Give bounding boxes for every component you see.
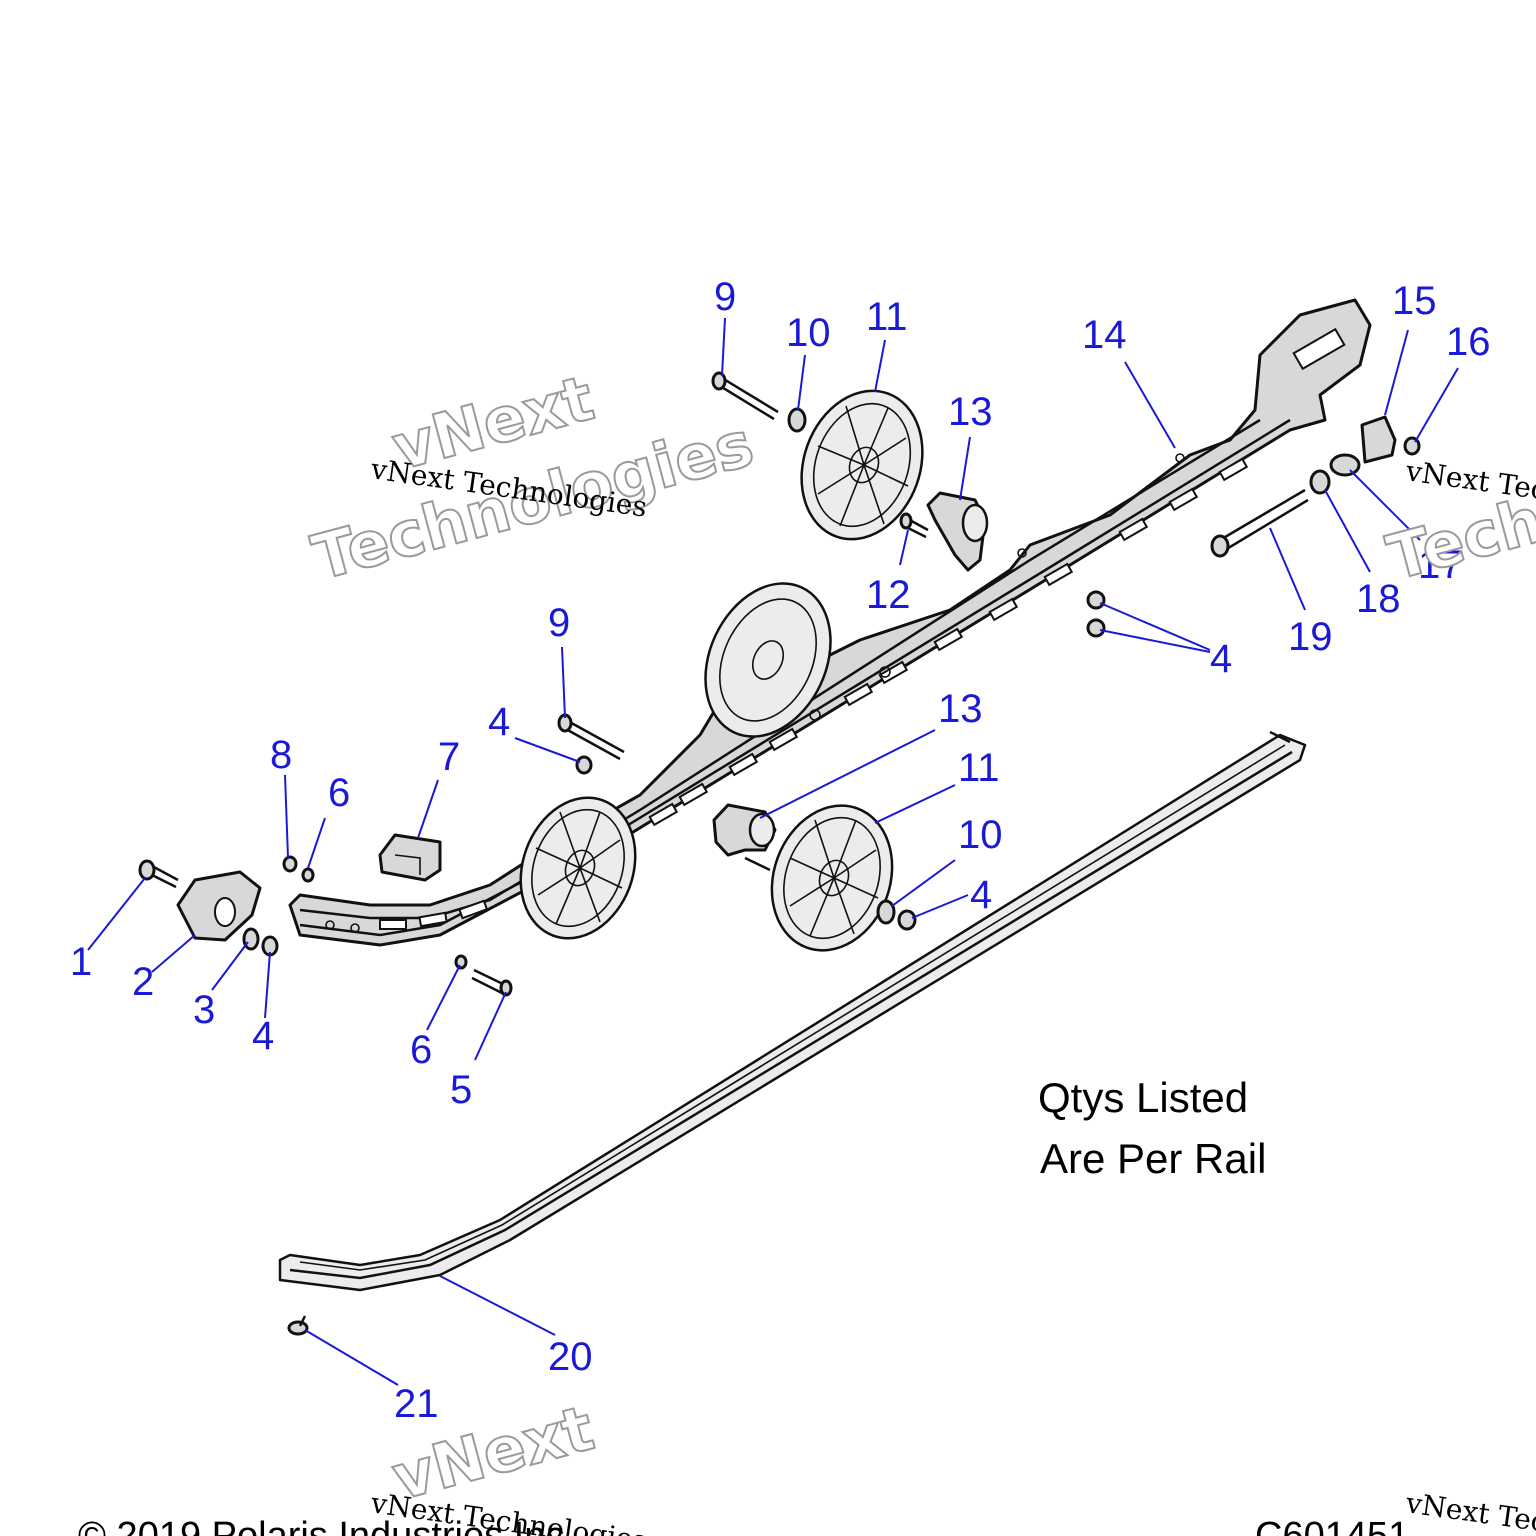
callout-17: 17 [1418, 543, 1463, 587]
watermark-top-left: vNext Technologies vNext Technologies [304, 360, 762, 595]
callout-15: 15 [1392, 279, 1437, 323]
lower-idler-wheel [770, 804, 894, 952]
callout-1: 1 [70, 940, 92, 984]
bolt-5 [471, 968, 513, 997]
upper-idler-wheel [800, 389, 924, 541]
bracket-15 [1360, 415, 1397, 464]
callout-16: 16 [1446, 320, 1491, 364]
callout-6: 6 [328, 771, 350, 815]
rail-slots [379, 457, 1249, 930]
callout-21: 21 [394, 1382, 439, 1426]
callout-13: 13 [948, 390, 993, 434]
spacer-17 [1329, 453, 1361, 477]
callout-2: 2 [132, 960, 154, 1004]
leader-lines [87, 317, 1459, 1386]
watermark-small-d: vNext Technologies [1403, 1486, 1536, 1536]
callout-20: 20 [548, 1335, 593, 1379]
note-line-1: Qtys Listed [1038, 1074, 1248, 1121]
callout-4: 4 [252, 1014, 274, 1058]
drawing-id: C601451 [1255, 1515, 1409, 1536]
nut-4d [1086, 618, 1106, 638]
callout-18: 18 [1356, 577, 1401, 621]
callout-4: 4 [1210, 637, 1232, 681]
watermark-right: Technologies vNext Technologies [1379, 406, 1536, 596]
nut-6b [454, 954, 468, 970]
nut-4e [897, 909, 917, 931]
callout-9: 9 [548, 601, 570, 645]
copyright: © 2019 Polaris Industries Inc. [78, 1515, 575, 1536]
callout-9: 9 [714, 275, 736, 319]
slide-wear-strip [278, 730, 1307, 1292]
callout-10: 10 [786, 311, 831, 355]
nut-6a [301, 867, 315, 883]
bolt-9-lower [557, 713, 625, 761]
callout-4: 4 [970, 873, 992, 917]
callout-13: 13 [938, 687, 983, 731]
callout-12: 12 [866, 573, 911, 617]
front-idler-wheel [519, 796, 637, 940]
callout-6: 6 [410, 1028, 432, 1072]
washer-10-upper [787, 407, 807, 433]
nut-4b [575, 755, 593, 775]
screw-21 [287, 1315, 309, 1336]
callout-11: 11 [958, 746, 1000, 790]
nut-4c [1086, 590, 1106, 610]
note-line-2: Are Per Rail [1040, 1135, 1266, 1182]
callout-labels: 1 2 3 4 5 6 6 7 8 9 4 9 10 11 12 13 13 1… [70, 275, 1491, 1426]
callout-14: 14 [1082, 313, 1127, 357]
idler-wheel-inner [704, 582, 832, 738]
callout-11: 11 [866, 295, 908, 339]
callout-7: 7 [438, 735, 460, 779]
suspension-rail [288, 298, 1372, 947]
callout-19: 19 [1288, 615, 1333, 659]
callout-4: 4 [488, 700, 510, 744]
bolt-12 [899, 512, 929, 539]
callout-5: 5 [450, 1068, 472, 1112]
bolt-1 [138, 859, 179, 889]
bolt-19 [1210, 488, 1309, 558]
nut-8 [282, 855, 298, 873]
callout-3: 3 [193, 988, 215, 1032]
callout-8: 8 [270, 733, 292, 777]
bushing-18 [1309, 469, 1331, 495]
callout-10: 10 [958, 813, 1003, 857]
washer-10-lower [876, 899, 896, 925]
bolt-9-upper [711, 371, 779, 421]
